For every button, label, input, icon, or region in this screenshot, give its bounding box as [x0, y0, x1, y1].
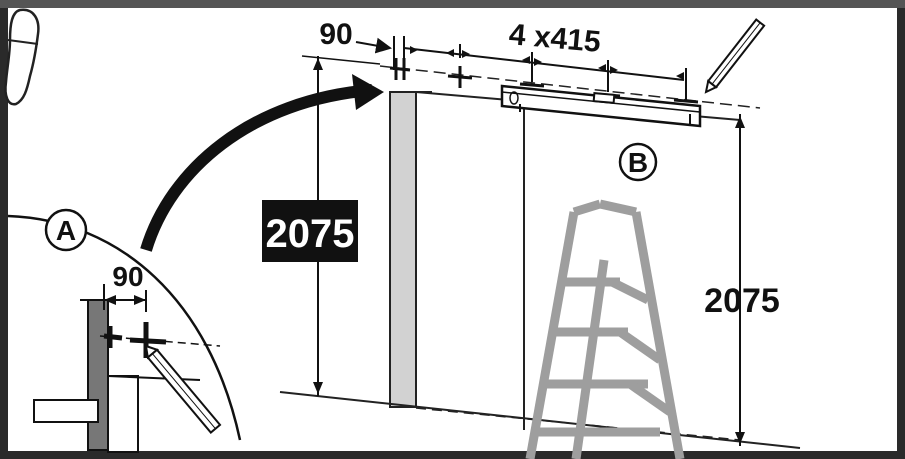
right-height-dimension — [735, 114, 745, 446]
height-label-right: 2075 — [704, 282, 780, 320]
crosshair-mark-icon — [389, 58, 473, 88]
marker-b: B — [618, 142, 658, 182]
height-label-boxed: 2075 — [266, 212, 355, 256]
pencil-icon — [704, 18, 766, 94]
curved-arrow-head — [352, 74, 384, 110]
svg-text:B: B — [628, 147, 648, 178]
svg-text:A: A — [56, 215, 76, 246]
detail-a: A — [7, 208, 242, 453]
footprint-icon — [4, 8, 40, 106]
spirit-level-icon — [500, 84, 702, 128]
height-label-box — [262, 200, 358, 262]
offset-label-detail: 90 — [112, 261, 143, 292]
curved-arrow-icon — [140, 84, 373, 252]
spacing-label: 4 x415 — [508, 18, 602, 59]
step-ladder-icon — [525, 199, 685, 459]
top-border — [0, 0, 905, 8]
offset-label: 90 — [319, 18, 352, 51]
top-dimension — [355, 36, 687, 100]
mark-line — [379, 65, 761, 109]
